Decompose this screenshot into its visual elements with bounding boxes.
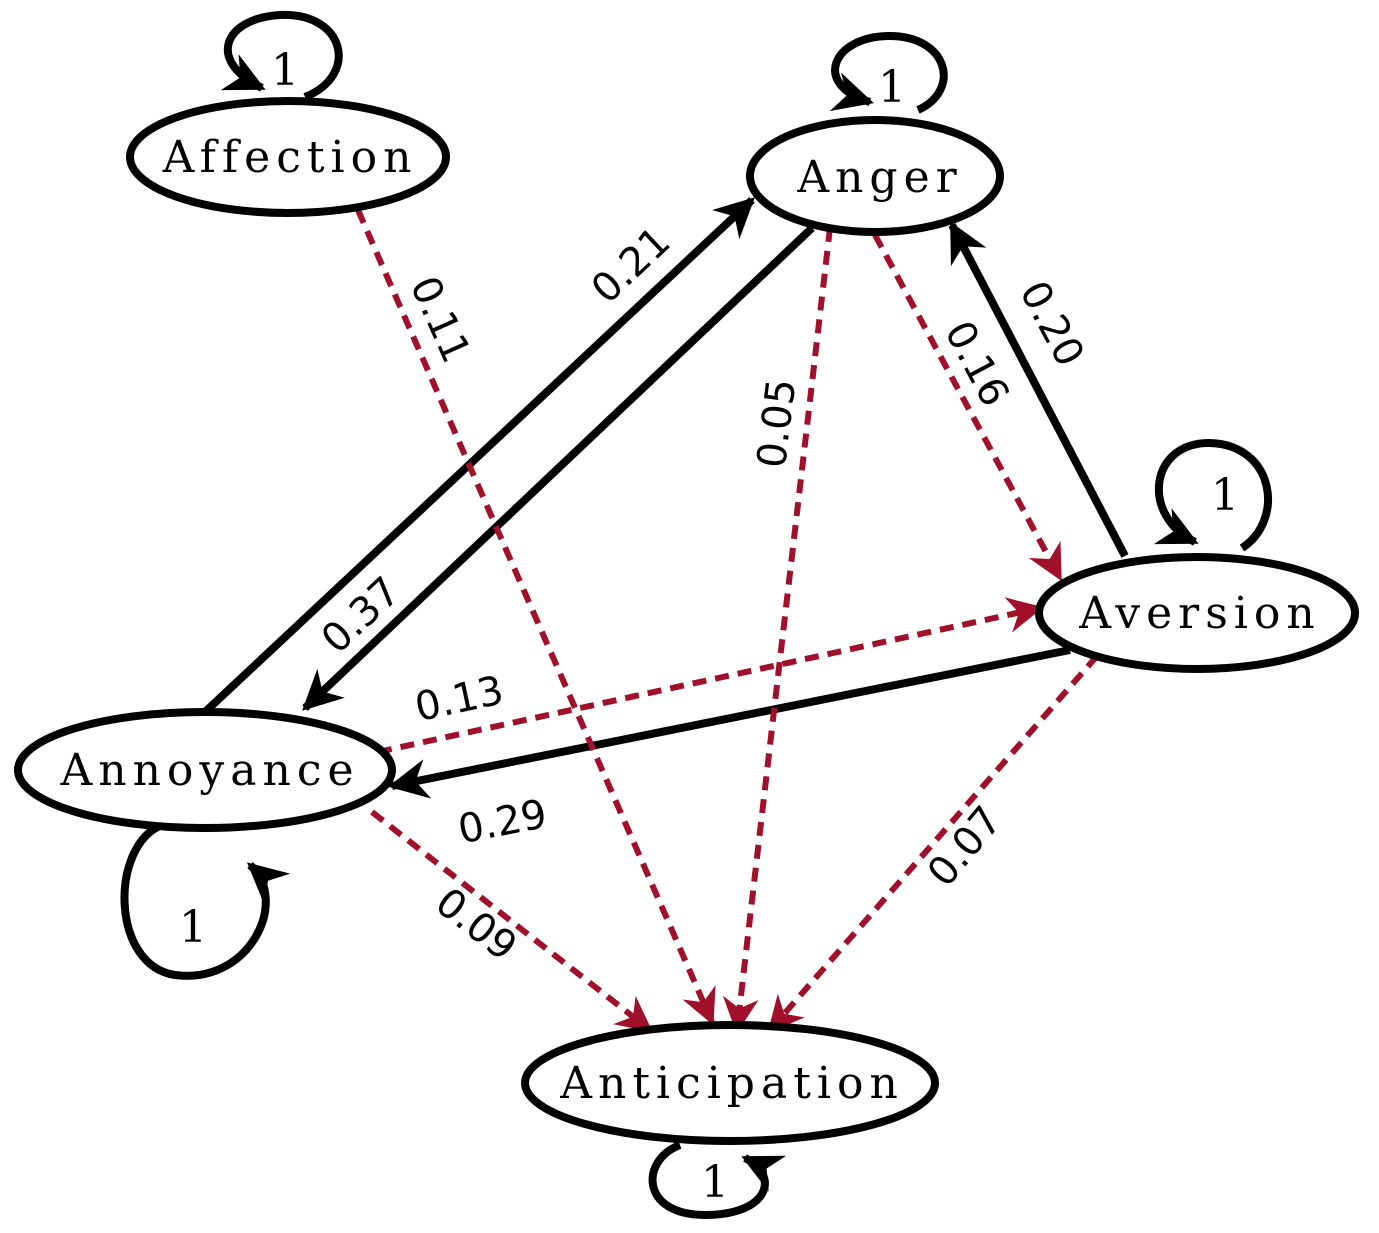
node-anticipation: Anticipation xyxy=(521,1021,939,1145)
node-anticipation-label: Anticipation xyxy=(559,1058,904,1109)
self-loop-aversion xyxy=(1153,438,1272,552)
edge-aversion-to-anticipation xyxy=(767,654,1100,1033)
edge-label-anger-to-annoyance: 0.37 xyxy=(313,568,410,662)
self-loop-annoyance-label: 1 xyxy=(179,902,207,953)
node-anger-label: Anger xyxy=(796,152,962,203)
self-loop-anger-label: 1 xyxy=(878,62,906,113)
edge-anger-to-aversion xyxy=(872,233,1063,582)
node-aversion-label: Aversion xyxy=(1078,588,1320,639)
edge-aversion-to-annoyance xyxy=(388,646,1071,799)
edge-label-aversion-to-anticipation: 0.07 xyxy=(919,798,1011,896)
edge-label-annoyance-to-anticipation: 0.09 xyxy=(427,879,526,970)
edge-affection-to-anticipation xyxy=(355,208,716,1026)
node-annoyance: Annoyance xyxy=(14,708,396,832)
edge-anger-to-anticipation xyxy=(722,227,833,1034)
self-loop-annoyance xyxy=(120,821,291,980)
edge-label-anger-to-anticipation: 0.05 xyxy=(749,376,806,470)
edge-label-affection-to-anticipation: 0.11 xyxy=(401,270,479,370)
edge-label-annoyance-to-aversion: 0.13 xyxy=(411,668,508,732)
edge-label-aversion-to-annoyance: 0.29 xyxy=(454,791,550,853)
self-loop-affection xyxy=(220,10,343,101)
edge-anger-to-annoyance xyxy=(302,225,815,711)
node-anger: Anger xyxy=(746,116,1004,236)
edge-annoyance-to-anticipation xyxy=(370,809,653,1033)
edge-label-annoyance-to-anger: 0.21 xyxy=(583,218,680,312)
edge-aversion-to-anger xyxy=(948,221,1129,558)
edge-annoyance-to-anger xyxy=(202,197,755,715)
self-loop-aversion-label: 1 xyxy=(1211,470,1239,521)
self-loop-affection-label: 1 xyxy=(271,45,299,96)
self-loop-anticipation xyxy=(648,1141,787,1220)
edge-annoyance-to-aversion xyxy=(377,597,1044,755)
node-affection: Affection xyxy=(126,97,450,217)
node-annoyance-label: Annoyance xyxy=(59,745,359,796)
self-loop-anger xyxy=(829,31,948,114)
node-affection-label: Affection xyxy=(162,132,418,183)
node-aversion: Aversion xyxy=(1035,553,1359,673)
self-loop-anticipation-label: 1 xyxy=(701,1157,729,1208)
